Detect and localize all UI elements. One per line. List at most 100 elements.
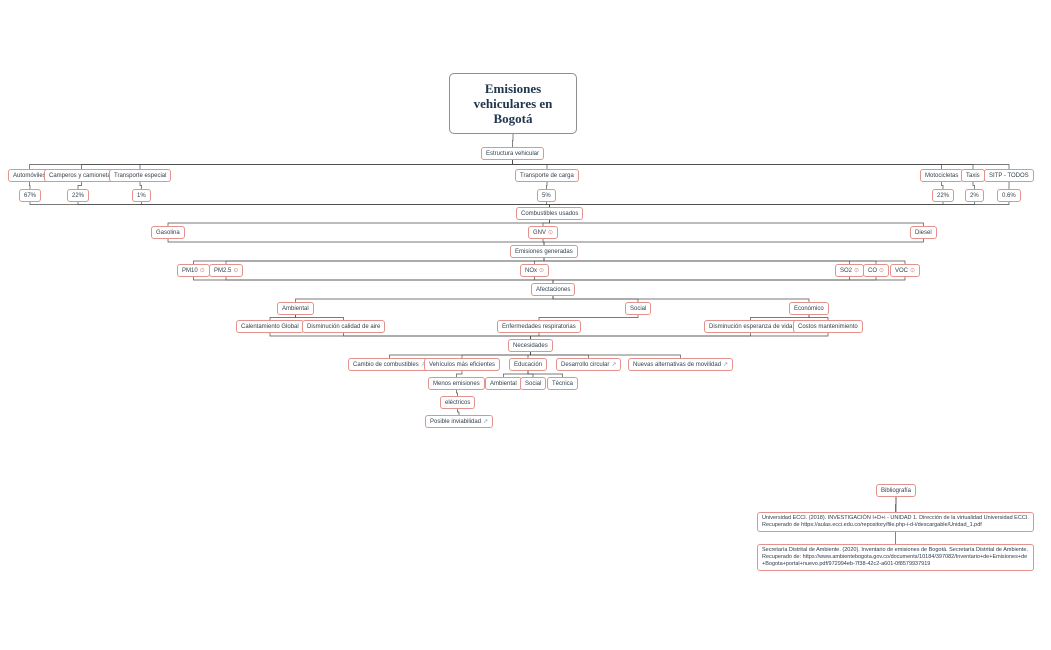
node-label: Posible inviabilidad xyxy=(430,418,482,425)
node-educacion-tecnica[interactable]: Técnica xyxy=(547,377,579,390)
note-icon[interactable]: ⊙ xyxy=(910,267,916,274)
node-afectaciones[interactable]: Afectaciones xyxy=(531,283,576,296)
node-transporte-especial[interactable]: Transporte especial xyxy=(109,169,172,182)
node-label: 22% xyxy=(937,192,950,199)
node-label: Estructura vehicular xyxy=(486,150,540,157)
node-label: 0.6% xyxy=(1002,192,1016,199)
node-calentamiento-global[interactable]: Calentamiento Global xyxy=(236,320,304,333)
note-icon[interactable]: ⊙ xyxy=(539,267,545,274)
node-label: Motocicletas xyxy=(925,172,959,179)
node-label: CO xyxy=(868,267,877,274)
node-label: Enfermedades respiratorias xyxy=(502,323,576,330)
node-label: 22% xyxy=(72,192,85,199)
node-label: Social xyxy=(630,305,647,312)
node-sitp-todos[interactable]: SITP - TODOS xyxy=(984,169,1034,182)
node-pct-automoviles[interactable]: 67% xyxy=(19,189,42,202)
note-icon[interactable]: ⊙ xyxy=(548,229,554,236)
note-icon[interactable]: ⊙ xyxy=(854,267,860,274)
node-disminucion-calidad-aire[interactable]: Disminución calidad de aire xyxy=(302,320,386,333)
node-pm10[interactable]: PM10⊙ xyxy=(177,264,210,277)
node-menos-emisiones[interactable]: Menos emisiones xyxy=(428,377,485,390)
node-pct-camperos[interactable]: 22% xyxy=(67,189,90,202)
node-label: Menos emisiones xyxy=(433,380,480,387)
node-label: PM10 xyxy=(182,267,198,274)
node-combustibles-usados[interactable]: Combustibles usados xyxy=(516,207,584,220)
node-label: Afectaciones xyxy=(536,286,571,293)
node-ambiental[interactable]: Ambiental xyxy=(277,302,314,315)
node-label: Universidad ECCI. (2018). INVESTIGACIÓN … xyxy=(762,515,1029,528)
node-root-emisiones-vehiculares[interactable]: Emisiones vehiculares en Bogotá xyxy=(449,73,577,134)
link-icon[interactable]: ↗ xyxy=(723,361,729,368)
node-voc[interactable]: VOC⊙ xyxy=(890,264,921,277)
node-gasolina[interactable]: Gasolina xyxy=(151,226,185,239)
node-label: PM2.5 xyxy=(214,267,232,274)
node-label: GNV xyxy=(533,229,547,236)
node-nox[interactable]: NOx⊙ xyxy=(520,264,550,277)
node-label: Secretaría Distrital de Ambiente. (2020)… xyxy=(762,547,1028,567)
node-nuevas-alternativas-movilidad[interactable]: Nuevas alternativas de movilidad↗ xyxy=(628,358,734,371)
node-camperos-y-camionetas[interactable]: Camperos y camionetas xyxy=(44,169,119,182)
node-label: Transporte de carga xyxy=(520,172,574,179)
node-pct-transporte-carga[interactable]: 5% xyxy=(537,189,556,202)
link-icon[interactable]: ↗ xyxy=(611,361,617,368)
node-diesel[interactable]: Diesel xyxy=(910,226,937,239)
node-educacion-ambiental[interactable]: Ambiental xyxy=(485,377,522,390)
node-label: 5% xyxy=(542,192,551,199)
node-pct-motocicletas[interactable]: 22% xyxy=(932,189,955,202)
node-label: Disminución calidad de aire xyxy=(307,323,381,330)
node-pm25[interactable]: PM2.5⊙ xyxy=(209,264,244,277)
node-pct-sitp[interactable]: 0.6% xyxy=(997,189,1021,202)
node-label: Combustibles usados xyxy=(521,210,579,217)
node-estructura-vehicular[interactable]: Estructura vehicular xyxy=(481,147,545,160)
note-icon[interactable]: ⊙ xyxy=(233,267,239,274)
node-label: Calentamiento Global xyxy=(241,323,299,330)
node-transporte-de-carga[interactable]: Transporte de carga xyxy=(515,169,579,182)
node-motocicletas[interactable]: Motocicletas xyxy=(920,169,964,182)
node-pct-transporte-especial[interactable]: 1% xyxy=(132,189,151,202)
node-enfermedades-respiratorias[interactable]: Enfermedades respiratorias xyxy=(497,320,581,333)
node-taxis[interactable]: Taxis xyxy=(961,169,985,182)
node-label: Emisiones vehiculares en Bogotá xyxy=(473,81,553,126)
node-label: Camperos y camionetas xyxy=(49,172,114,179)
node-social[interactable]: Social xyxy=(625,302,652,315)
note-icon[interactable]: ⊙ xyxy=(879,267,885,274)
node-label: Vehículos más eficientes xyxy=(429,361,496,368)
node-label: Social xyxy=(525,380,542,387)
node-educacion-social[interactable]: Social xyxy=(520,377,547,390)
node-co[interactable]: CO⊙ xyxy=(863,264,890,277)
node-economico[interactable]: Económico xyxy=(789,302,829,315)
node-label: 67% xyxy=(24,192,37,199)
node-emisiones-generadas[interactable]: Emisiones generadas xyxy=(510,245,578,258)
node-necesidades[interactable]: Necesidades xyxy=(508,339,553,352)
node-gnv[interactable]: GNV⊙ xyxy=(528,226,559,239)
node-label: Cambio de combustibles xyxy=(353,361,419,368)
node-so2[interactable]: SO2⊙ xyxy=(835,264,865,277)
node-desarrollo-circular[interactable]: Desarrollo circular↗ xyxy=(556,358,622,371)
node-costos-mantenimiento[interactable]: Costos mantenimiento xyxy=(793,320,863,333)
node-referencia-universidad-ecci[interactable]: Universidad ECCI. (2018). INVESTIGACIÓN … xyxy=(757,512,1034,532)
node-electricos[interactable]: eléctricos xyxy=(440,396,476,409)
node-label: Necesidades xyxy=(513,342,548,349)
node-cambio-de-combustibles[interactable]: Cambio de combustibles↗ xyxy=(348,358,431,371)
note-icon[interactable]: ⊙ xyxy=(199,267,205,274)
node-label: Diesel xyxy=(915,229,932,236)
node-label: NOx xyxy=(525,267,537,274)
node-posible-inviabilidad[interactable]: Posible inviabilidad↗ xyxy=(425,415,494,428)
node-educacion[interactable]: Educación xyxy=(509,358,548,371)
node-referencia-secretaria-ambiente[interactable]: Secretaría Distrital de Ambiente. (2020)… xyxy=(757,544,1034,571)
node-pct-taxis[interactable]: 2% xyxy=(965,189,984,202)
node-label: Nuevas alternativas de movilidad xyxy=(633,361,722,368)
node-disminucion-esperanza-vida[interactable]: Disminución esperanza de vida xyxy=(704,320,798,333)
node-label: 2% xyxy=(970,192,979,199)
link-icon[interactable]: ↗ xyxy=(421,362,426,368)
node-label: Desarrollo circular xyxy=(561,361,610,368)
node-label: 1% xyxy=(137,192,146,199)
node-label: Económico xyxy=(794,305,824,312)
node-label: SITP - TODOS xyxy=(989,172,1029,179)
link-icon[interactable]: ↗ xyxy=(483,418,489,425)
node-bibliografia[interactable]: Bibliografía xyxy=(876,484,917,497)
node-vehiculos-mas-eficientes[interactable]: Vehículos más eficientes xyxy=(424,358,501,371)
node-label: Disminución esperanza de vida xyxy=(709,323,793,330)
node-label: Transporte especial xyxy=(114,172,167,179)
